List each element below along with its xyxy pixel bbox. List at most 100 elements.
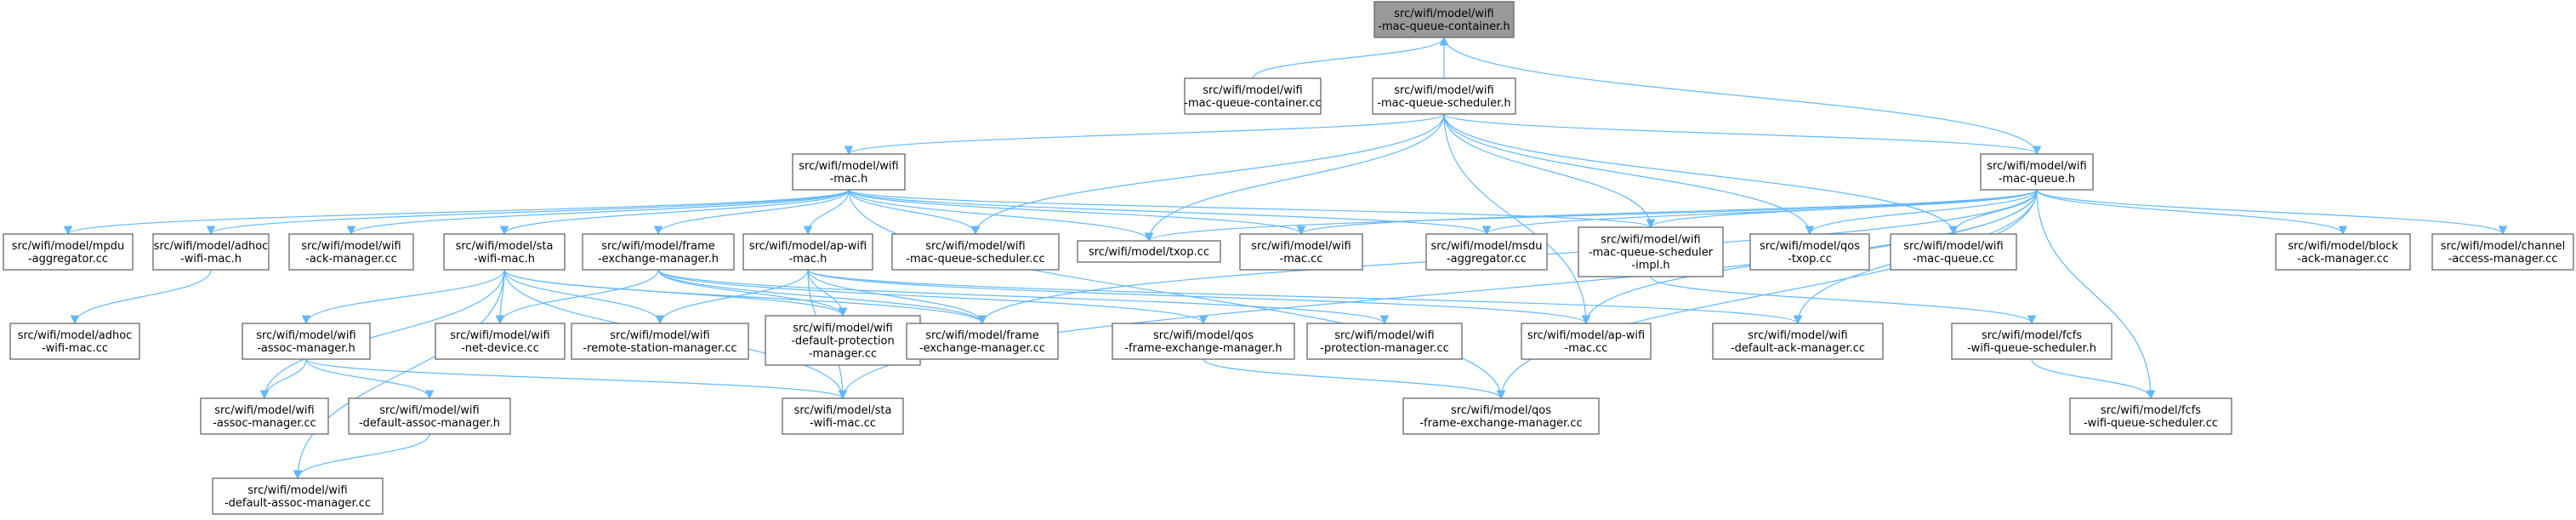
- edge-n_wifimac_h-to-n_fem_h: [653, 189, 850, 236]
- file-node[interactable]: src/wifi/model/wifi-remote-station-manag…: [571, 323, 749, 360]
- edge-arrowhead: [977, 315, 987, 325]
- file-node[interactable]: src/wifi/model/fcfs-wifi-queue-scheduler…: [1951, 323, 2113, 360]
- file-node[interactable]: src/wifi/model/wifi-default-ack-manager.…: [1712, 323, 1884, 360]
- node-label-line: -wifi-queue-scheduler.h: [1967, 342, 2096, 355]
- node-label-line: src/wifi/model/ap-wifi: [749, 240, 867, 253]
- file-node[interactable]: src/wifi/model/mpdu-aggregator.cc: [3, 233, 134, 271]
- file-node[interactable]: src/wifi/model/msdu-aggregator.cc: [1425, 233, 1548, 271]
- file-node[interactable]: src/wifi/model/wifi-default-protection-m…: [765, 315, 921, 366]
- file-node[interactable]: src/wifi/model/wifi-default-assoc-manage…: [348, 397, 511, 435]
- edge-line: [1443, 113, 1652, 228]
- edge-arrowhead: [2338, 226, 2348, 236]
- edge-n_mq_h-to-n_mqsi_h: [1646, 189, 2038, 229]
- file-node[interactable]: src/wifi/model/adhoc-wifi-mac.cc: [9, 323, 140, 360]
- node-box: [1578, 226, 1724, 277]
- file-node[interactable]: src/wifi/model/wifi-mac-queue-scheduler.…: [891, 233, 1060, 271]
- edge-arrowhead: [803, 226, 813, 236]
- file-node[interactable]: src/wifi/model/wifi-assoc-manager.h: [242, 323, 371, 360]
- file-node[interactable]: src/wifi/model/wifi-mac.cc: [1239, 233, 1363, 271]
- file-node[interactable]: src/wifi/model/qos-frame-exchange-manage…: [1112, 323, 1295, 360]
- node-box: [200, 397, 329, 435]
- edge-n_mq_h-to-n_root: [1439, 36, 2038, 155]
- edge-line: [1148, 113, 1445, 242]
- node-label-line: -wifi-mac.cc: [810, 417, 876, 430]
- node-label-line: -remote-station-manager.cc: [583, 342, 736, 355]
- file-node[interactable]: src/wifi/model/wifi-assoc-manager.cc: [200, 397, 329, 435]
- edge-arrowhead: [2027, 315, 2037, 325]
- edge-arrowhead: [293, 470, 303, 480]
- node-label-line: -mac-queue-scheduler.cc: [906, 253, 1044, 266]
- node-label-line: src/wifi/model/txop.cc: [1089, 246, 1209, 259]
- node-box: [1890, 233, 2017, 271]
- file-node[interactable]: src/wifi/model/wifi-mac-queue.cc: [1890, 233, 2017, 271]
- edge-n_mqs_h-to-n_qostxop: [1443, 113, 1815, 236]
- edge-arrowhead: [1379, 315, 1390, 325]
- edge-n_sta_h-to-n_assoc_h: [301, 269, 505, 325]
- node-label-line: -default-ack-manager.cc: [1731, 342, 1865, 355]
- edge-line: [305, 358, 844, 399]
- edge-arrowhead: [844, 146, 854, 156]
- edge-arrowhead: [653, 226, 663, 236]
- node-label-line: -access-manager.cc: [2448, 253, 2558, 266]
- node-label-line: -exchange-manager.h: [598, 253, 719, 266]
- node-box: [906, 323, 1059, 360]
- edge-line: [67, 189, 850, 235]
- edge-n_mq_h-to-n_qosfem_cc: [1496, 189, 2038, 400]
- edge-n_mq_h-to-n_wifimac_cc: [1296, 189, 2038, 236]
- file-node[interactable]: src/wifi/model/wifi-mac-queue-scheduler.…: [1372, 77, 1516, 115]
- edge-line: [657, 189, 850, 235]
- node-label-line: src/wifi/model/ap-wifi: [1527, 329, 1645, 342]
- node-label-line: -wifi-mac.h: [180, 253, 242, 266]
- file-node[interactable]: src/wifi/model/wifi-mac-queue-scheduler-…: [1578, 226, 1724, 277]
- edge-arrowhead: [2146, 390, 2156, 400]
- node-box: [1521, 323, 1652, 360]
- node-label-line: -mac-queue-scheduler: [1589, 247, 1714, 260]
- file-node[interactable]: src/wifi/model/qos-frame-exchange-manage…: [1402, 397, 1600, 435]
- file-node[interactable]: src/wifi/model/ap-wifi-mac.cc: [1521, 323, 1652, 360]
- file-node[interactable]: src/wifi/model/block-ack-manager.cc: [2275, 233, 2411, 271]
- file-node[interactable]: src/wifi/model/wifi-mac-queue-container.…: [1184, 77, 1322, 115]
- node-box: [1373, 1, 1515, 38]
- edge-line: [848, 189, 976, 235]
- edge-n_fem_h-to-n_prot: [657, 269, 1390, 325]
- edge-line: [2031, 358, 2152, 399]
- edge-arrowhead: [499, 226, 509, 236]
- edge-n_mqs_h-to-n_mq_h: [1443, 113, 2042, 156]
- node-label-line: -wifi-mac.h: [474, 253, 535, 266]
- file-node[interactable]: src/wifi/model/txop.cc: [1077, 240, 1221, 263]
- node-box: [582, 233, 735, 271]
- edge-n_mqsi_h-to-n_fcfs_h: [1650, 276, 2037, 325]
- file-node[interactable]: src/wifi/model/fcfs-wifi-queue-scheduler…: [2069, 397, 2232, 435]
- file-node[interactable]: src/wifi/model/qos-txop.cc: [1749, 233, 1870, 271]
- edge-arrowhead: [1481, 226, 1492, 236]
- node-label-line: src/wifi/model/wifi: [1203, 84, 1302, 97]
- edge-arrowhead: [2498, 226, 2508, 236]
- file-node[interactable]: src/wifi/model/ap-wifi-mac.h: [742, 233, 873, 271]
- file-node[interactable]: src/wifi/model/wifi-net-device.cc: [435, 323, 566, 360]
- node-label-line: -wifi-queue-scheduler.cc: [2084, 417, 2218, 430]
- edge-line: [297, 433, 430, 479]
- edge-line: [2036, 189, 2152, 399]
- file-node[interactable]: src/wifi/model/adhoc-wifi-mac.h: [152, 233, 270, 271]
- file-node[interactable]: src/wifi/model/wifi-ack-manager.cc: [288, 233, 414, 271]
- file-node[interactable]: src/wifi/model/wifi-default-assoc-manage…: [212, 477, 384, 515]
- file-node[interactable]: src/wifi/model/wifi-protection-manager.c…: [1306, 323, 1463, 360]
- edge-n_mq_h-to-n_block: [2036, 189, 2348, 236]
- node-label-line: src/wifi/model/wifi: [925, 240, 1025, 253]
- node-box: [1951, 323, 2113, 360]
- file-node[interactable]: src/wifi/model/channel-access-manager.cc: [2431, 233, 2574, 271]
- edge-arrowhead: [424, 390, 435, 400]
- file-node[interactable]: src/wifi/model/frame-exchange-manager.cc: [906, 323, 1059, 360]
- node-label-line: src/wifi/model/adhoc: [154, 240, 269, 253]
- file-node[interactable]: src/wifi/model/wifi-mac-queue.h: [1980, 153, 2094, 191]
- file-node[interactable]: src/wifi/model/wifi-mac.h: [792, 153, 906, 191]
- edge-line: [210, 189, 850, 235]
- file-node[interactable]: src/wifi/model/sta-wifi-mac.cc: [782, 397, 904, 435]
- node-label-line: src/wifi/model/wifi: [301, 240, 401, 253]
- file-node[interactable]: src/wifi/model/frame-exchange-manager.h: [582, 233, 735, 271]
- file-node[interactable]: src/wifi/model/sta-wifi-mac.h: [443, 233, 566, 271]
- edge-arrowhead: [1805, 226, 1815, 236]
- edge-arrowhead: [1439, 36, 1449, 46]
- edge-line: [807, 269, 983, 324]
